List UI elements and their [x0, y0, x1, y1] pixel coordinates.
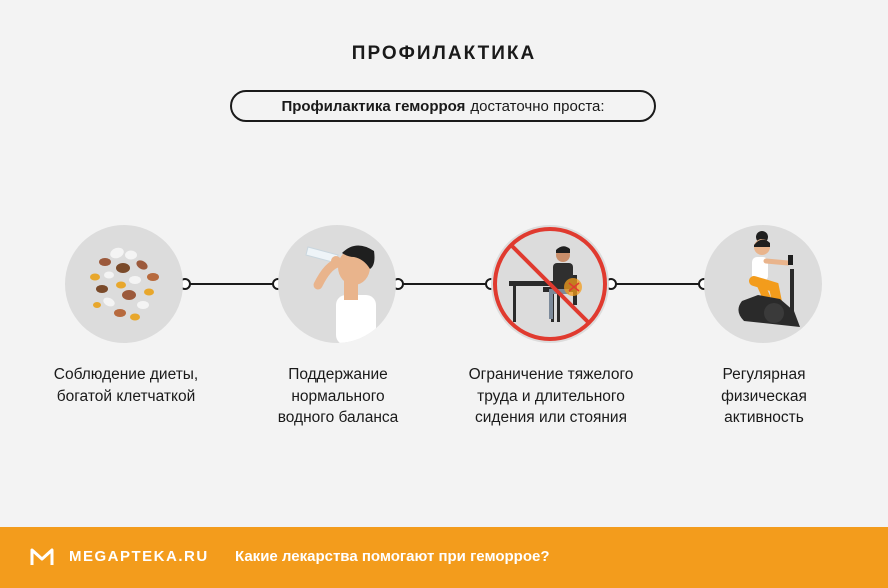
exercise-bike-icon	[704, 225, 822, 343]
footer-bar: MEGAPTEKA.RU Какие лекарства помогают пр…	[0, 527, 888, 588]
brand-name[interactable]: MEGAPTEKA.RU	[69, 548, 209, 565]
step-caption-activity: Регулярная физическая активность	[721, 366, 807, 426]
drinking-water-icon	[278, 225, 396, 343]
footer-article-link[interactable]: Какие лекарства помогают при геморрое?	[235, 548, 550, 565]
connector-line-2	[402, 283, 490, 285]
logo-icon	[30, 548, 54, 565]
connector-line-3	[615, 283, 703, 285]
step-caption-diet: Соблюдение диеты, богатой клетчаткой	[53, 366, 199, 405]
step-caption-water: Поддержание нормального водного баланса	[277, 366, 399, 426]
connector-line-1	[189, 283, 277, 285]
step-caption-work-limit: Ограничение тяжелого труда и длительного…	[468, 366, 634, 426]
intro-bold-text: Профилактика геморроя	[281, 97, 466, 115]
beans-icon	[65, 225, 183, 343]
intro-rest-text: достаточно проста:	[470, 97, 605, 115]
intro-pill: Профилактика геморроя достаточно проста:	[230, 90, 656, 122]
page-title: ПРОФИЛАКТИКА	[351, 43, 537, 64]
no-prolonged-sitting-icon	[491, 225, 609, 343]
